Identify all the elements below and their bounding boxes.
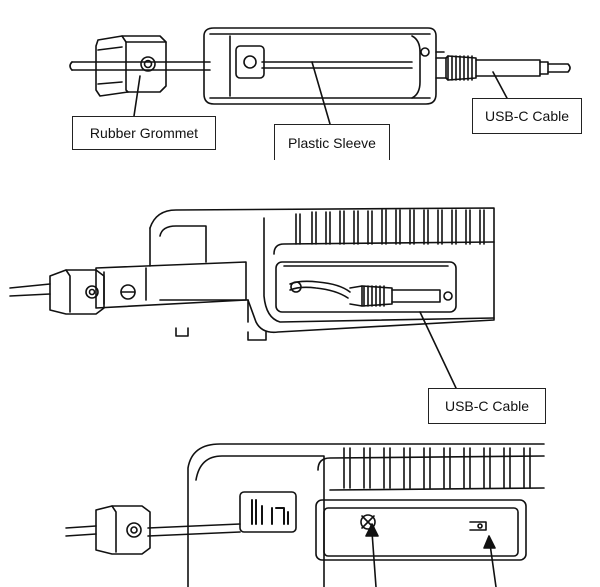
grommet-middle — [49, 269, 105, 315]
label-rubber-grommet: Rubber Grommet — [89, 125, 199, 141]
callout-usb-c-cable-middle: USB-C Cable — [428, 388, 546, 424]
leader-usbc-top — [492, 71, 509, 101]
panel-middle — [9, 207, 495, 389]
usb-c-cable-top — [435, 55, 571, 81]
sleeve-inserted-middle — [95, 261, 247, 309]
cable-middle — [9, 280, 453, 307]
label-usb-c-cable-top: USB-C Cable — [484, 108, 570, 124]
callout-plastic-sleeve: Plastic Sleeve — [274, 124, 390, 160]
leader-grommet — [133, 75, 141, 117]
cable-bottom — [65, 523, 241, 537]
panel-bottom — [65, 443, 545, 587]
callout-rubber-grommet: Rubber Grommet — [72, 116, 216, 150]
housing-bottom — [187, 443, 545, 587]
grommet-bottom — [95, 505, 151, 555]
leader-sleeve — [311, 61, 331, 125]
rubber-grommet-part — [95, 35, 167, 97]
plastic-sleeve-part — [203, 27, 445, 105]
housing-middle — [149, 207, 495, 341]
panel-top — [69, 27, 571, 125]
leader-usbc-middle — [419, 311, 457, 389]
cable-top — [69, 61, 211, 71]
label-usb-c-cable-middle: USB-C Cable — [444, 398, 530, 414]
label-plastic-sleeve: Plastic Sleeve — [288, 134, 376, 151]
screw-arrows — [365, 523, 497, 587]
logo-mark — [251, 499, 289, 525]
callout-usb-c-cable-top: USB-C Cable — [472, 98, 582, 134]
